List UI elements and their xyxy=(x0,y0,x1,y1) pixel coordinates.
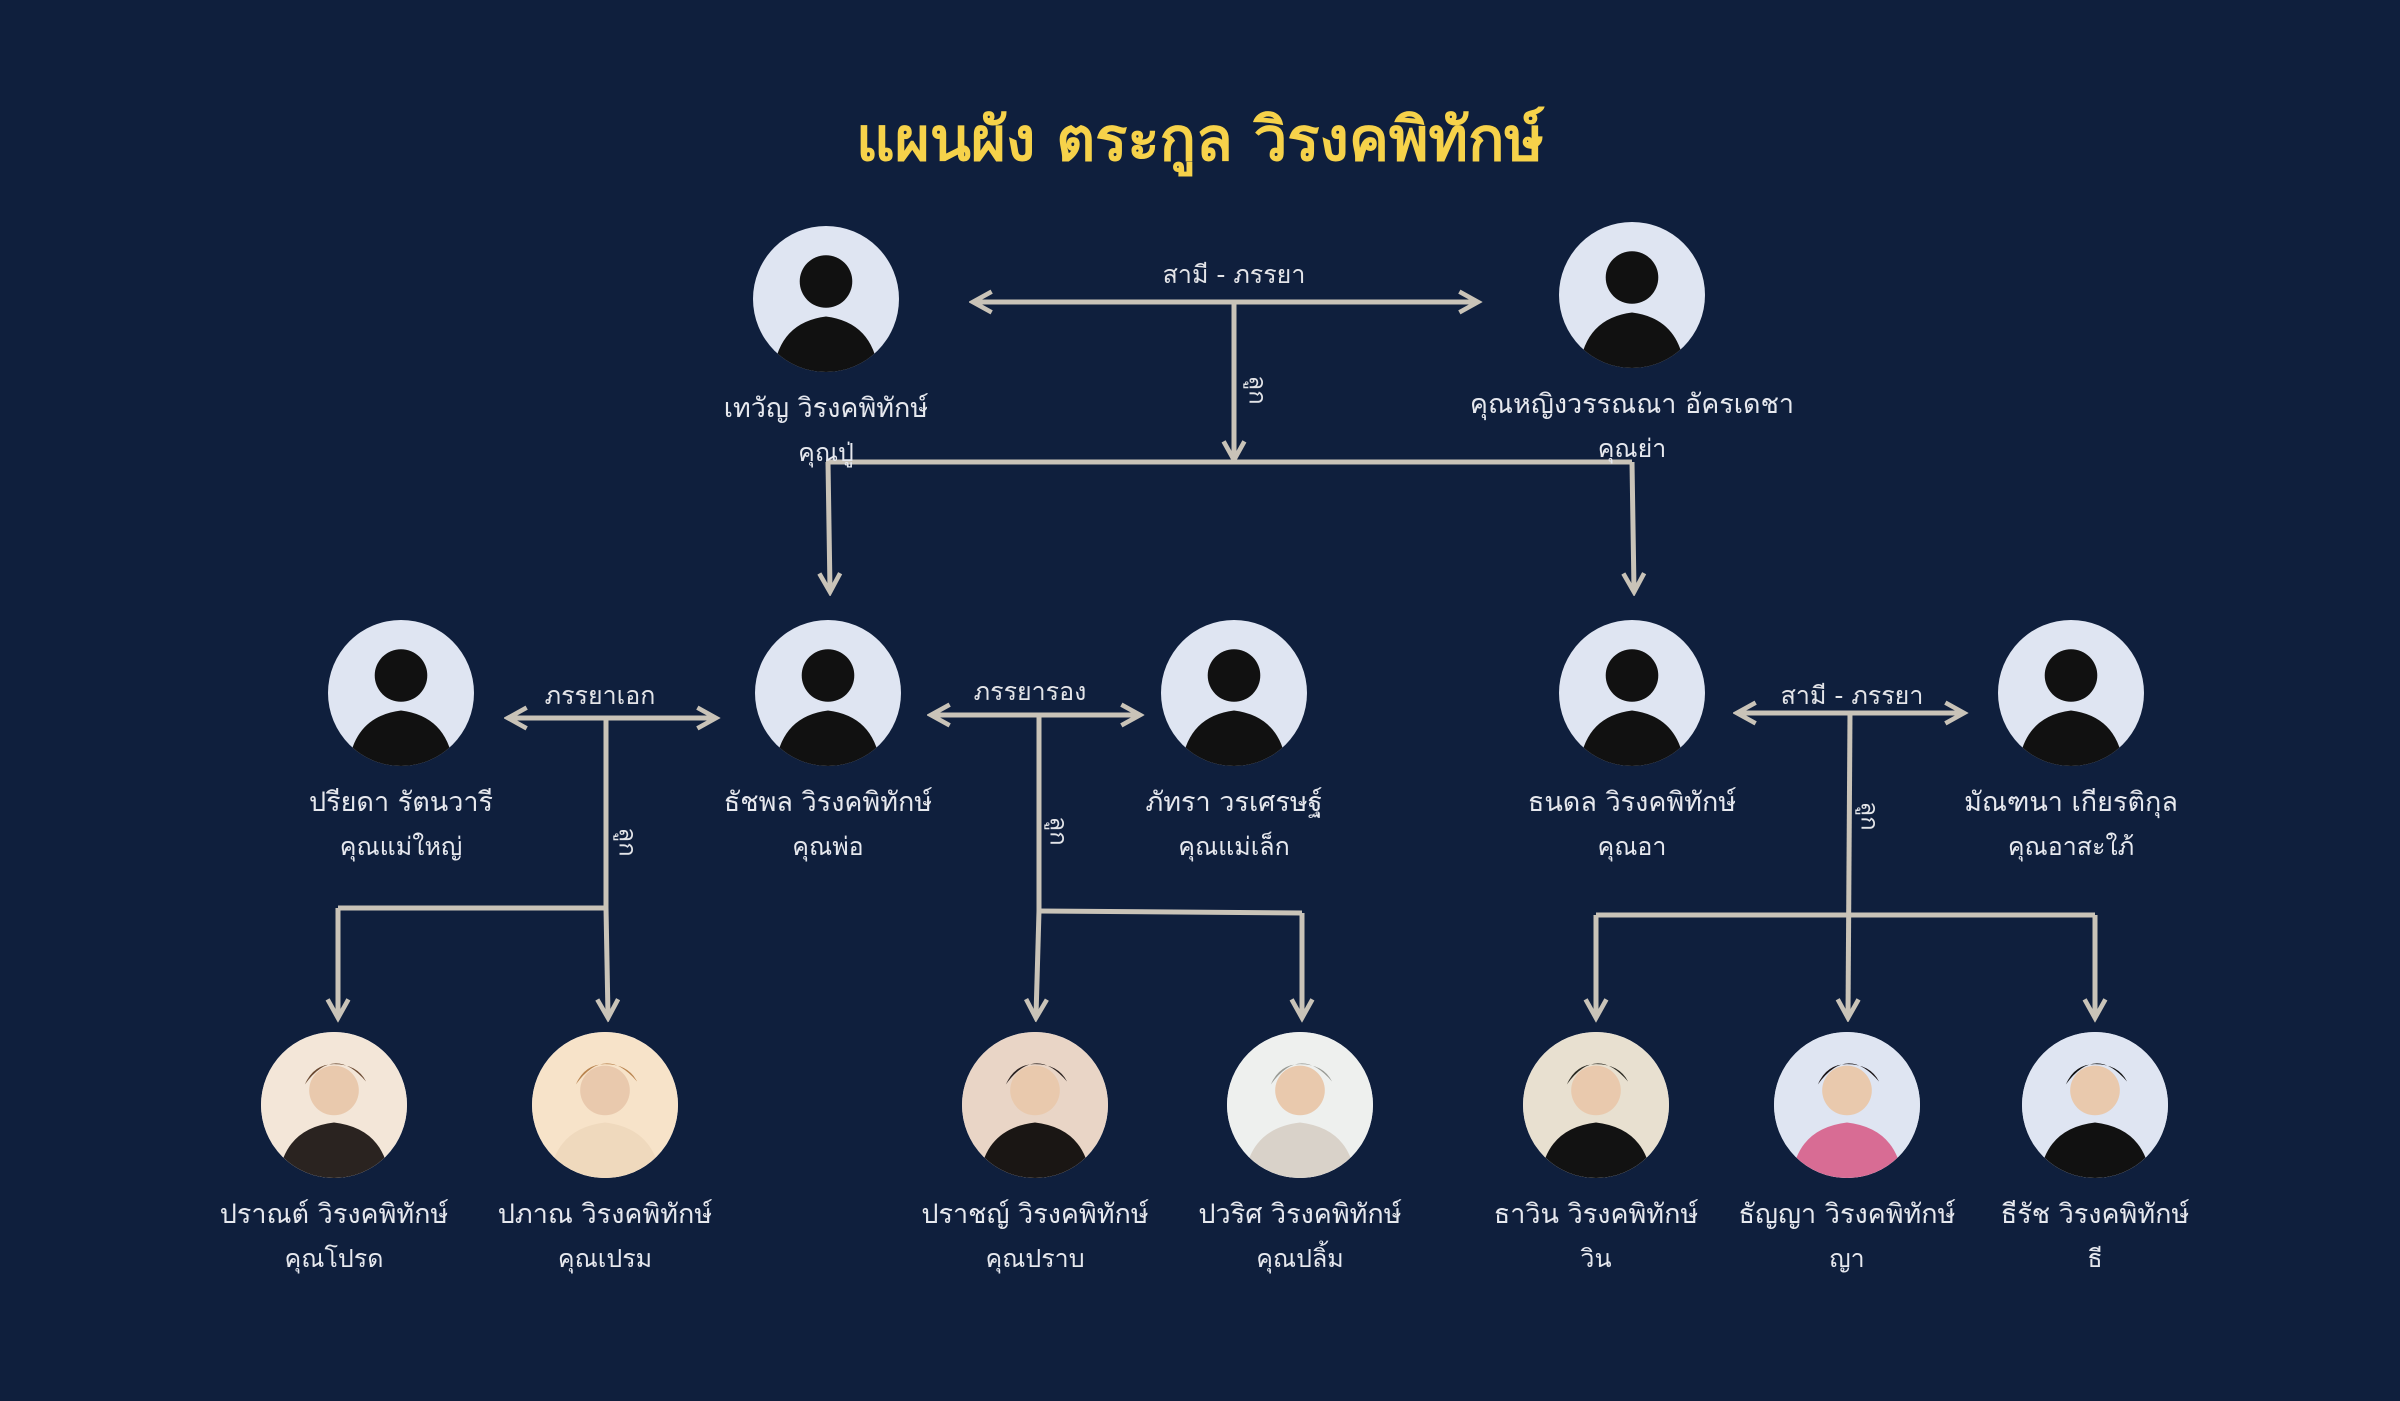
silhouette-icon xyxy=(1559,222,1705,368)
silhouette-icon xyxy=(1161,620,1307,766)
person-role: คุณย่า xyxy=(1597,434,1667,463)
person-role: คุณพ่อ xyxy=(792,832,864,861)
person-role: คุณเปรม xyxy=(557,1244,653,1273)
person-name: ปภาณ วิรงคพิทักษ์ xyxy=(497,1199,713,1230)
person-grandmother: คุณหญิงวรรณณา อัครเดชาคุณย่า xyxy=(1462,222,1802,469)
portrait-photo xyxy=(261,1032,407,1178)
diagram-title: แผนผัง ตระกูล วิรงคพิทักษ์ xyxy=(856,105,1544,175)
person-name: ธาวิน วิรงคพิทักษ์ xyxy=(1493,1199,1699,1230)
person-role: คุณแม่ใหญ่ xyxy=(339,832,463,861)
person-name: คุณหญิงวรรณณา อัครเดชา xyxy=(1469,389,1795,420)
person-name: มัณฑนา เกียรติกุล xyxy=(1964,787,2178,818)
person-ya: ธัญญา วิรงคพิทักษ์ญา xyxy=(1677,1032,2017,1279)
person-plim: ปวริศ วิรงคพิทักษ์คุณปลิ้ม xyxy=(1130,1032,1470,1279)
person-name: ปราณต์ วิรงคพิทักษ์ xyxy=(219,1199,449,1230)
portrait-photo xyxy=(1227,1032,1373,1178)
silhouette-icon xyxy=(755,620,901,766)
person-role: คุณปู่ xyxy=(798,438,854,467)
child-label: ลูก xyxy=(613,827,642,857)
person-tee: ธีรัช วิรงคพิทักษ์ธี xyxy=(1925,1032,2265,1279)
person-role: วิน xyxy=(1580,1244,1612,1273)
person-name: ภัทรา วรเศรษฐ์ xyxy=(1145,787,1323,818)
person-prem: ปภาณ วิรงคพิทักษ์คุณเปรม xyxy=(435,1032,775,1279)
person-role: คุณอาสะใภ้ xyxy=(2007,832,2135,861)
person-first-wife: ปรียดา รัตนวารีคุณแม่ใหญ่ xyxy=(231,620,571,867)
person-role: คุณอา xyxy=(1597,832,1667,861)
silhouette-icon xyxy=(328,620,474,766)
arrow-to-father xyxy=(828,461,830,590)
person-name: ปวริศ วิรงคพิทักษ์ xyxy=(1198,1199,1402,1230)
person-role: คุณแม่เล็ก xyxy=(1178,832,1290,861)
person-role: คุณปราบ xyxy=(985,1244,1085,1273)
person-role: คุณโปรด xyxy=(284,1244,384,1273)
second-wife-relation-label: ภรรยารอง xyxy=(973,677,1087,706)
person-role: ธี xyxy=(2087,1244,2103,1273)
person-uncle: ธนดล วิรงคพิทักษ์คุณอา xyxy=(1462,620,1802,867)
person-name: ปรียดา รัตนวารี xyxy=(308,787,494,818)
person-name: ธนดล วิรงคพิทักษ์ xyxy=(1527,787,1737,818)
silhouette-icon xyxy=(1998,620,2144,766)
uncle-couple-relation-label: สามี - ภรรยา xyxy=(1780,681,1924,710)
arrow-to-uncle xyxy=(1632,461,1634,590)
first-wife-relation-label: ภรรยาเอก xyxy=(544,681,656,710)
silhouette-icon xyxy=(753,226,899,372)
person-role: ญา xyxy=(1829,1244,1865,1273)
person-grandfather: เทวัญ วิรงคพิทักษ์คุณปู่ xyxy=(656,226,996,473)
person-father: ธัชพล วิรงคพิทักษ์คุณพ่อ xyxy=(658,620,998,867)
portrait-photo xyxy=(2022,1032,2168,1178)
person-name: ธัชพล วิรงคพิทักษ์ xyxy=(723,787,933,818)
child-label: ลูก xyxy=(1243,375,1272,405)
portrait-photo xyxy=(1774,1032,1920,1178)
portrait-photo xyxy=(532,1032,678,1178)
person-name: ธีรัช วิรงคพิทักษ์ xyxy=(2000,1199,2190,1230)
person-aunt: มัณฑนา เกียรติกุลคุณอาสะใภ้ xyxy=(1901,620,2241,867)
uncle-child-line xyxy=(1848,712,1850,1016)
portrait-photo xyxy=(962,1032,1108,1178)
person-role: คุณปลิ้ม xyxy=(1256,1244,1344,1273)
child-label: ลูก xyxy=(1855,801,1884,831)
arrow-to-prem xyxy=(606,907,608,1016)
person-name: เทวัญ วิรงคพิทักษ์ xyxy=(723,393,929,424)
grandparents-relation-label: สามี - ภรรยา xyxy=(1162,260,1306,289)
person-name: ธัญญา วิรงคพิทักษ์ xyxy=(1738,1199,1956,1230)
person-second-wife: ภัทรา วรเศรษฐ์คุณแม่เล็ก xyxy=(1064,620,1404,867)
silhouette-icon xyxy=(1559,620,1705,766)
person-prab: ปราชญ์ วิรงคพิทักษ์คุณปราบ xyxy=(865,1032,1205,1279)
person-prot: ปราณต์ วิรงคพิทักษ์คุณโปรด xyxy=(164,1032,504,1279)
arrow-to-prab xyxy=(1036,910,1039,1016)
person-win: ธาวิน วิรงคพิทักษ์วิน xyxy=(1426,1032,1766,1279)
portrait-photo xyxy=(1523,1032,1669,1178)
person-name: ปราชญ์ วิรงคพิทักษ์ xyxy=(921,1199,1149,1230)
